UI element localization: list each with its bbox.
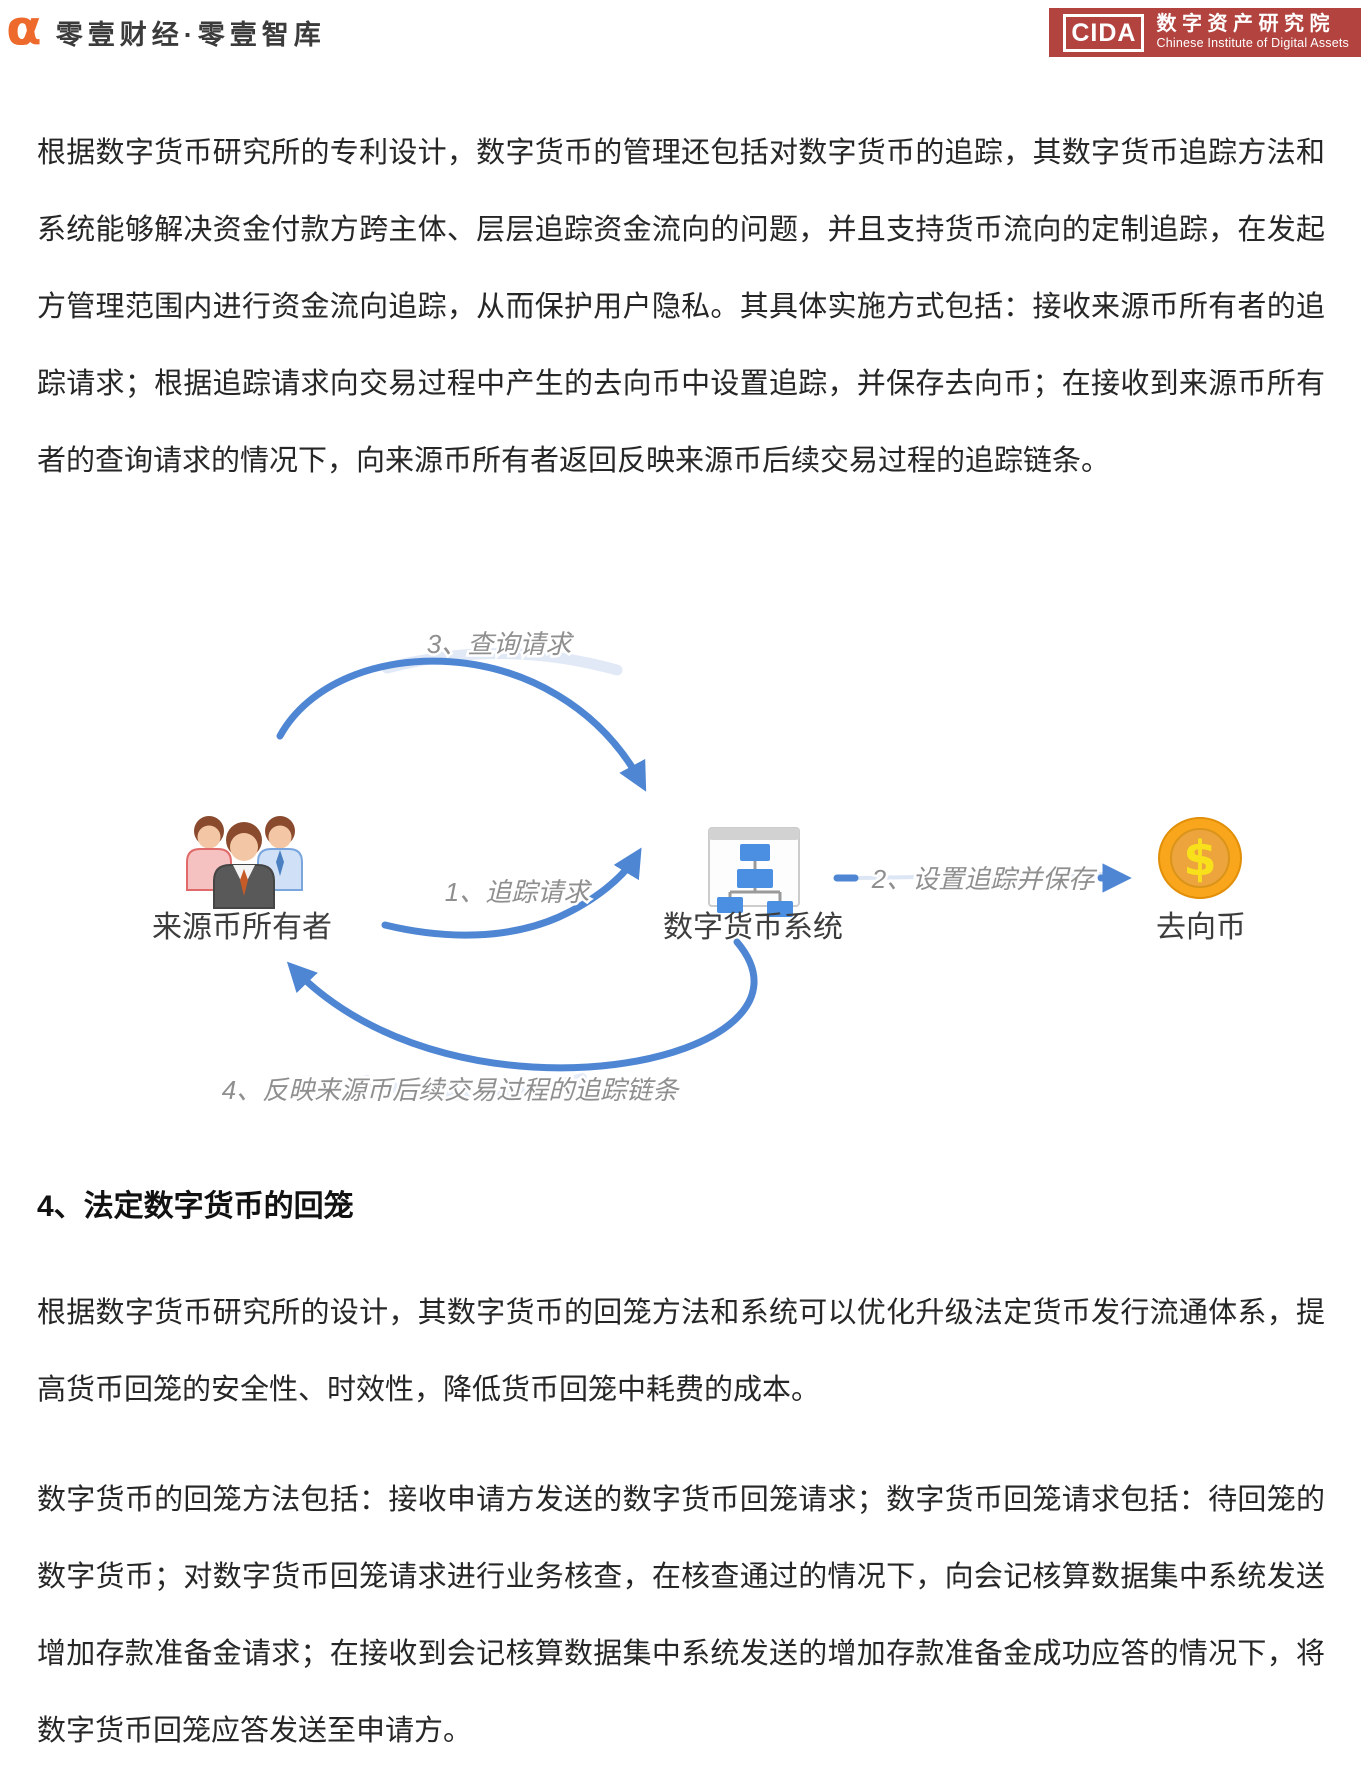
edge1-tracking-arrow <box>381 847 642 939</box>
edge4-label: 4、反映来源币后续交易过程的追踪链条 <box>222 1075 680 1105</box>
edge3-query-arc <box>276 657 647 792</box>
01caijing-logo: α 零壹财经·零壹智库 <box>6 5 326 53</box>
node-destination-coin-label: 去向币 <box>1156 911 1246 944</box>
node-source-owner-label: 来源币所有者 <box>152 911 332 944</box>
cida-name-en: Chinese Institute of Digital Assets <box>1156 36 1349 51</box>
edge3-label: 3、查询请求 <box>427 629 574 659</box>
flowchart-window-icon <box>708 827 800 917</box>
cida-acronym-badge: CIDA <box>1063 13 1145 52</box>
edge2-guide-line <box>857 872 1107 880</box>
dollar-coin-icon: $ <box>1158 817 1242 899</box>
brand-title: 零壹财经·零壹智库 <box>55 19 326 50</box>
tracking-flow-svg: 3、查询请求 1、追踪请求 2、设置追踪并保存 4、反映来源币后续交易过程的追踪… <box>152 627 1246 1108</box>
section-heading-recall: 4、法定数字货币的回笼 <box>37 1190 354 1223</box>
alpha-logo-icon: α <box>6 1 42 57</box>
ribbon-bottom <box>362 1073 587 1101</box>
paragraph-recall-method: 数字货币的回笼方法包括：接收申请方发送的数字货币回笼请求；数字货币回笼请求包括：… <box>37 1484 1325 1747</box>
paragraph-recall-intro: 根据数字货币研究所的设计，其数字货币的回笼方法和系统可以优化升级法定货币发行流通… <box>37 1297 1325 1406</box>
edge2-label: 2、设置追踪并保存 <box>871 864 1098 894</box>
document-body: 根据数字货币研究所的专利设计，数字货币的管理还包括对数字货币的追踪，其数字货币追… <box>0 115 1361 1770</box>
edge4-chain-arc <box>286 938 758 1072</box>
people-group-icon <box>186 816 303 909</box>
cida-names: 数字资产研究院 Chinese Institute of Digital Ass… <box>1156 14 1349 50</box>
cida-name-cn: 数字资产研究院 <box>1156 13 1335 36</box>
page-header: α 零壹财经·零壹智库 CIDA 数字资产研究院 Chinese Institu… <box>0 0 1361 58</box>
coin-dollar-symbol: $ <box>1183 831 1216 887</box>
node-currency-system-label: 数字货币系统 <box>663 911 843 944</box>
tracking-flow-diagram: 3、查询请求 1、追踪请求 2、设置追踪并保存 4、反映来源币后续交易过程的追踪… <box>37 540 1325 1115</box>
edge1-label: 1、追踪请求 <box>445 877 592 907</box>
cida-logo: CIDA 数字资产研究院 Chinese Institute of Digita… <box>1049 8 1361 57</box>
paragraph-tracking: 根据数字货币研究所的专利设计，数字货币的管理还包括对数字货币的追踪，其数字货币追… <box>37 137 1325 477</box>
